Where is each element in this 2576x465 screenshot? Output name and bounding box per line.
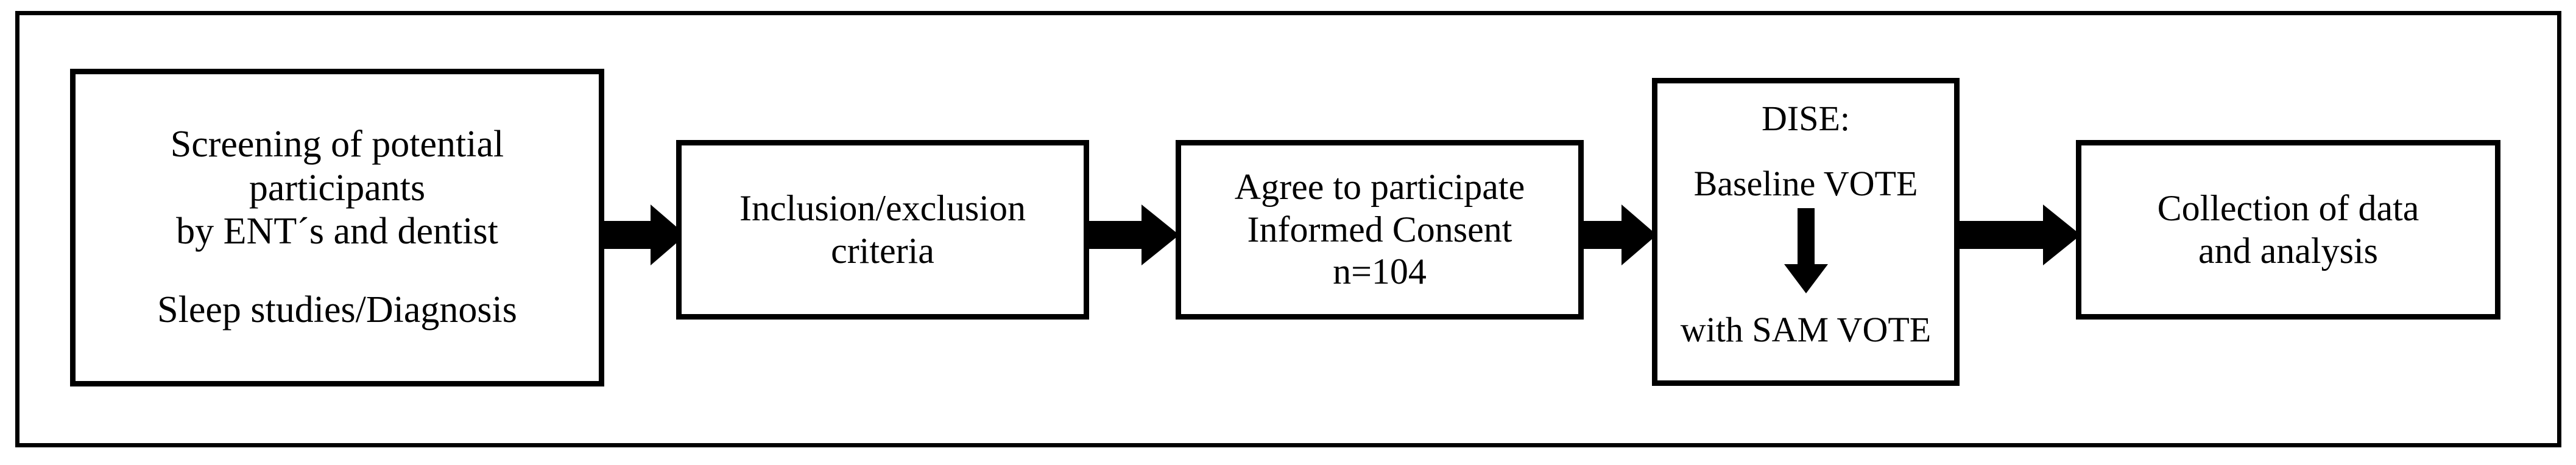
right-arrow-icon (1578, 201, 1657, 269)
flow-node-inclusion-exclusion-criteria[interactable]: Inclusion/exclusion criteria (676, 140, 1089, 320)
node-consent-line-2: Informed Consent (1247, 209, 1512, 250)
node-criteria-line-2: criteria (831, 230, 934, 271)
node-collection-line-2: and analysis (2198, 230, 2378, 271)
node-screening-line-3: by ENT´s and dentist (176, 211, 498, 253)
node-dise-baseline-label: Baseline VOTE (1693, 164, 1918, 204)
node-consent-sample-size: n=104 (1333, 251, 1427, 292)
node-collection-line-1: Collection of data (2157, 187, 2419, 228)
node-dise-title: DISE: (1762, 99, 1850, 138)
node-screening-line-2: participants (249, 167, 426, 209)
node-criteria-line-1: Inclusion/exclusion (739, 187, 1026, 228)
right-arrow-icon (1083, 201, 1179, 269)
flow-node-informed-consent[interactable]: Agree to participate Informed Consent n=… (1176, 140, 1584, 320)
right-arrow-icon (597, 201, 686, 269)
node-dise-sam-label: with SAM VOTE (1680, 309, 1932, 349)
flow-node-data-collection[interactable]: Collection of data and analysis (2076, 140, 2500, 320)
right-arrow-icon (1953, 201, 2081, 269)
flow-node-screening[interactable]: Screening of potential participants by E… (70, 69, 604, 386)
down-arrow-icon (1784, 208, 1828, 293)
flow-node-dise[interactable]: DISE: Baseline VOTE with SAM VOTE (1652, 78, 1960, 386)
node-screening-line-1: Screening of potential (170, 123, 504, 165)
node-screening-line-5: Sleep studies/Diagnosis (157, 289, 517, 331)
node-consent-line-1: Agree to participate (1234, 167, 1525, 208)
